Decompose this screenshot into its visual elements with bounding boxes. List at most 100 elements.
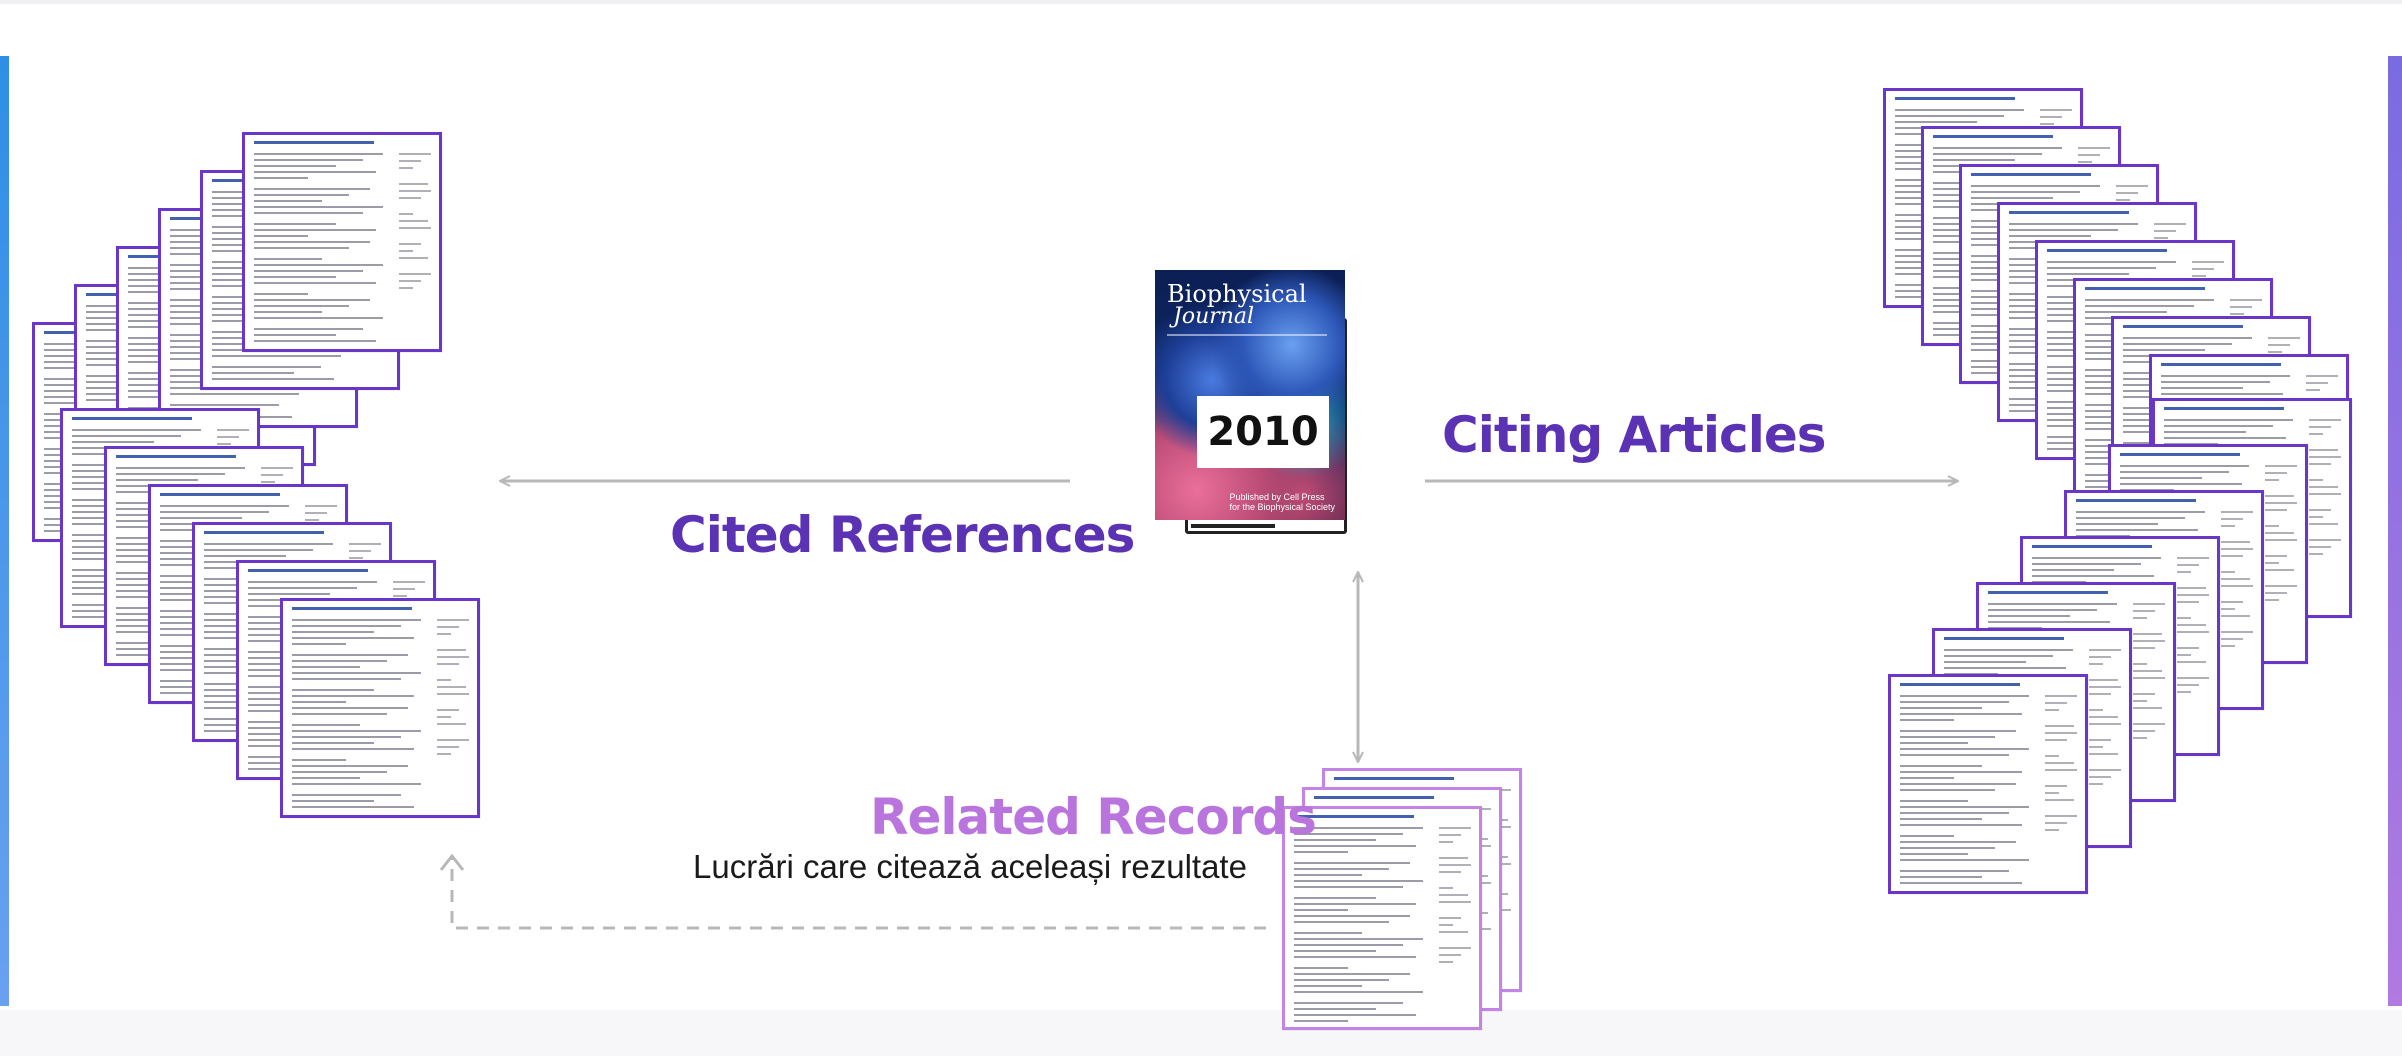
doc-sidebar-line — [1439, 864, 1471, 866]
doc-sidebar-line — [2177, 587, 2206, 589]
doc-title-line — [2085, 287, 2206, 290]
doc-text-line — [254, 241, 370, 243]
doc-text-line — [1900, 876, 1982, 878]
doc-sidebar-line — [2268, 337, 2300, 339]
doc-sidebar-line — [2265, 585, 2297, 587]
doc-text-line — [254, 153, 383, 155]
doc-sidebar-line — [349, 543, 381, 545]
doc-text-line — [2164, 431, 2246, 433]
doc-sidebar-line — [2265, 555, 2287, 557]
doc-text-line — [1944, 661, 2026, 663]
doc-sidebar-line — [2177, 624, 2206, 626]
doc-sidebar-line — [2221, 571, 2235, 573]
doc-text-line — [204, 683, 258, 685]
doc-sidebar-line — [437, 739, 469, 741]
doc-text-line — [44, 367, 98, 369]
cited-references-label: Cited References — [670, 506, 1135, 564]
doc-text-line — [292, 707, 408, 709]
doc-sidebar-line — [1439, 931, 1468, 933]
doc-text-line — [292, 689, 374, 691]
doc-text-line — [212, 273, 266, 275]
doc-sidebar-line — [399, 183, 428, 185]
doc-sidebar-line — [2230, 313, 2244, 315]
doc-text-line — [254, 328, 363, 330]
doc-sidebar-line — [2309, 463, 2331, 465]
doc-sidebar-line — [2089, 716, 2118, 718]
doc-sidebar-line — [2177, 691, 2191, 693]
doc-sidebar-line — [2221, 578, 2250, 580]
doc-sidebar-line — [2230, 306, 2252, 308]
doc-sidebar-line — [217, 443, 231, 445]
cover-subtitle-line — [1167, 334, 1327, 336]
doc-sidebar-line — [437, 656, 469, 658]
doc-title-line — [1334, 777, 1455, 780]
doc-text-line — [1900, 800, 1968, 802]
doc-text-line — [292, 678, 401, 680]
doc-sidebar-line — [2221, 638, 2243, 640]
doc-sidebar-line — [2133, 723, 2165, 725]
doc-text-line — [254, 212, 363, 214]
doc-title-line — [248, 569, 369, 572]
doc-text-line — [2085, 305, 2194, 307]
doc-text-line — [1900, 835, 1954, 837]
doc-sidebar-line — [349, 550, 371, 552]
doc-sidebar-line — [2221, 518, 2243, 520]
doc-sidebar-line — [2089, 709, 2103, 711]
doc-sidebar-line — [2089, 663, 2103, 665]
doc-sidebar-line — [2265, 502, 2297, 504]
doc-sidebar-line — [2045, 739, 2067, 741]
doc-sidebar-line — [2268, 351, 2282, 353]
doc-text-line — [2120, 477, 2202, 479]
doc-text-line — [254, 194, 349, 196]
doc-text-line — [254, 276, 336, 278]
doc-text-line — [2076, 529, 2198, 531]
doc-sidebar-line — [2221, 631, 2253, 633]
doc-sidebar-line — [2221, 511, 2253, 513]
doc-text-line — [292, 713, 387, 715]
doc-text-line — [1900, 812, 2009, 814]
doc-text-line — [254, 305, 349, 307]
doc-text-line — [292, 777, 360, 779]
doc-sidebar-line — [2309, 486, 2338, 488]
doc-sidebar-line — [2089, 776, 2111, 778]
doc-sidebar-line — [2309, 509, 2331, 511]
doc-sidebar-line — [2309, 493, 2341, 495]
doc-sidebar-line — [2221, 645, 2235, 647]
doc-sidebar-line — [2089, 656, 2111, 658]
doc-sidebar-line — [2154, 223, 2186, 225]
doc-text-line — [128, 291, 182, 293]
left-accent-bar — [0, 56, 9, 1006]
doc-sidebar-line — [2078, 161, 2092, 163]
journal-publisher-line1: Published by Cell Press — [1229, 492, 1325, 502]
doc-text-line — [1944, 649, 2073, 651]
doc-text-line — [1294, 862, 1410, 864]
doc-text-line — [292, 759, 346, 761]
doc-text-line — [2047, 261, 2176, 263]
doc-text-line — [116, 467, 245, 469]
doc-sidebar-line — [2045, 829, 2059, 831]
doc-sidebar-line — [2045, 799, 2074, 801]
doc-sidebar-line — [2221, 615, 2250, 617]
doc-text-line — [1294, 886, 1403, 888]
doc-text-line — [1900, 882, 2022, 884]
doc-sidebar-line — [2177, 557, 2209, 559]
doc-text-line — [1294, 839, 1376, 841]
doc-text-line — [254, 311, 322, 313]
doc-sidebar-line — [2309, 546, 2331, 548]
doc-text-line — [248, 605, 302, 607]
doc-sidebar-line — [2116, 185, 2148, 187]
doc-sidebar-line — [2133, 610, 2155, 612]
doc-text-line — [1900, 783, 2016, 785]
doc-text-line — [212, 355, 341, 357]
doc-sidebar-line — [2177, 601, 2199, 603]
doc-text-line — [170, 404, 279, 406]
doc-text-line — [292, 672, 421, 674]
doc-text-line — [2164, 425, 2273, 427]
doc-text-line — [254, 235, 308, 237]
doc-text-line — [292, 771, 387, 773]
doc-sidebar-line — [2089, 649, 2121, 651]
doc-text-line — [1900, 870, 2009, 872]
doc-text-line — [254, 229, 376, 231]
doc-sidebar-line — [399, 213, 413, 215]
